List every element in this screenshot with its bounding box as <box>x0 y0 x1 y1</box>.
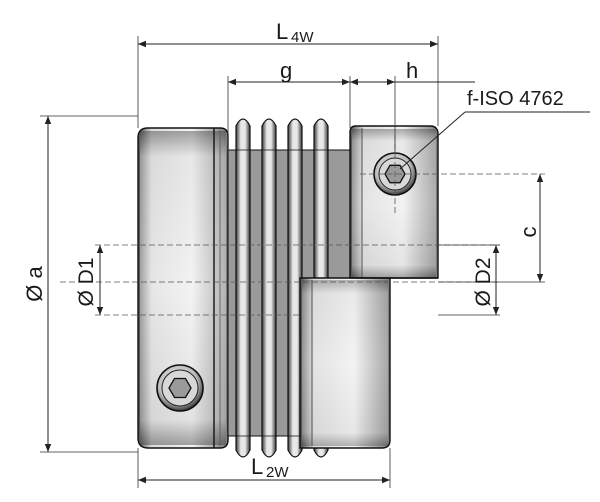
label-c: c <box>516 227 541 238</box>
bellow-convolution <box>261 118 277 458</box>
dimension-a: Ø a <box>22 116 52 452</box>
bellow-convolution <box>235 118 251 458</box>
right-hub <box>299 125 439 449</box>
dimension-g: g <box>228 58 350 86</box>
leader-screw: f-ISO 4762 <box>399 88 590 170</box>
label-L4W-sub: 4W <box>291 29 314 46</box>
label-screw: f-ISO 4762 <box>467 88 564 110</box>
dimension-D2: Ø D2 <box>472 245 500 315</box>
label-g: g <box>280 58 292 83</box>
label-D1: Ø D1 <box>75 257 98 306</box>
dimension-c: c <box>516 174 544 282</box>
label-L2W-sub: 2W <box>266 464 289 481</box>
label-D2: Ø D2 <box>472 257 495 306</box>
label-h: h <box>406 58 418 83</box>
dimension-h: h <box>350 58 475 86</box>
dimension-D1: Ø D1 <box>75 245 104 315</box>
label-L4W-main: L <box>276 19 288 44</box>
dimension-L4W: L 4W <box>138 19 438 48</box>
screw-bottom-icon <box>156 364 204 412</box>
label-L2W-main: L <box>251 454 263 479</box>
label-a: Ø a <box>22 266 47 302</box>
extension-lines <box>40 36 545 488</box>
dimension-L2W: L 2W <box>138 454 390 484</box>
